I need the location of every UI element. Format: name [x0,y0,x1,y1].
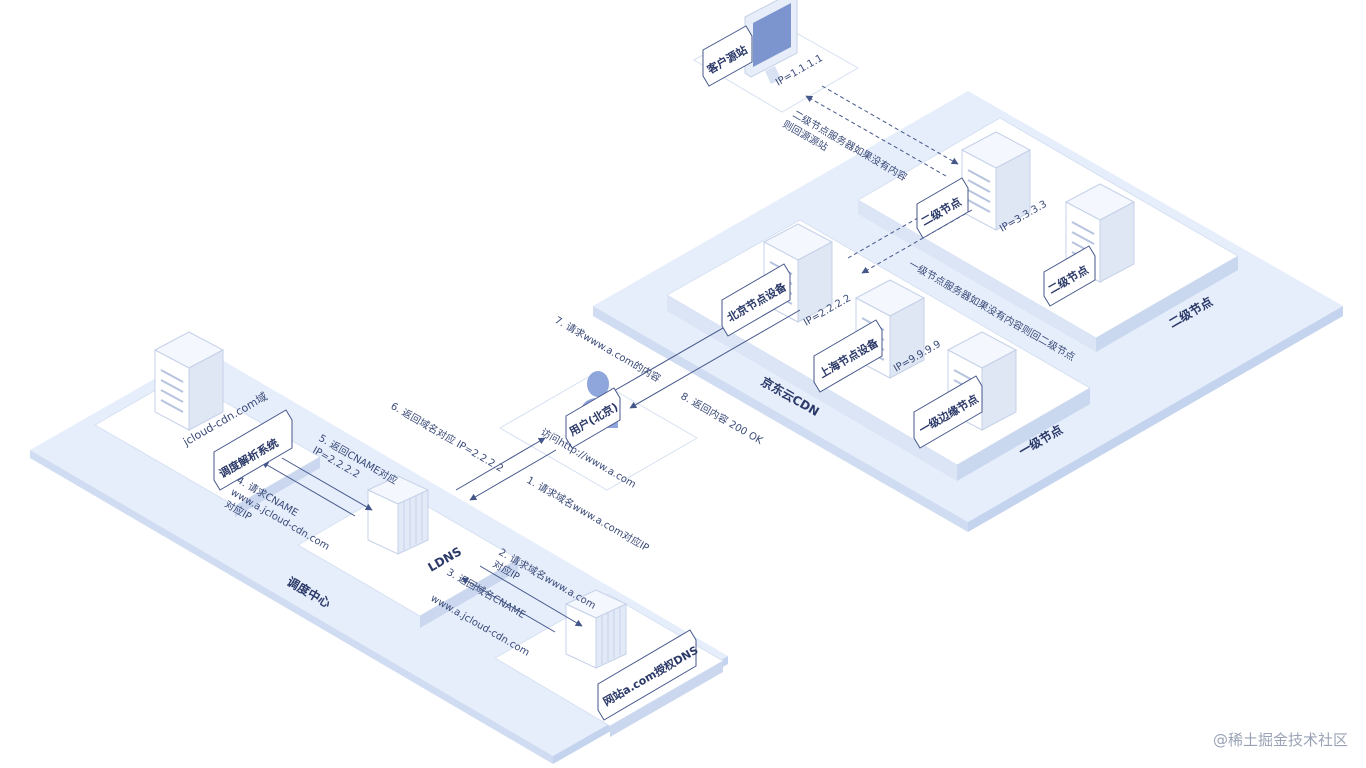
dispatch-server-icon [154,331,224,431]
step6-label: 6. 返回域名对应 IP=2.2.2.2 [389,399,507,474]
dispatch-panel [94,375,321,517]
origin-monitor-icon [744,0,798,84]
level2-region [857,117,1239,352]
jd-cdn-region [593,91,1343,532]
ldns-rack-icon [367,475,429,555]
watermark: @稀土掘金技术社区 [1212,731,1348,749]
tag-edge: 一级边缘节点 [913,375,983,449]
tag-level2-a: 二级节点 [916,177,969,239]
